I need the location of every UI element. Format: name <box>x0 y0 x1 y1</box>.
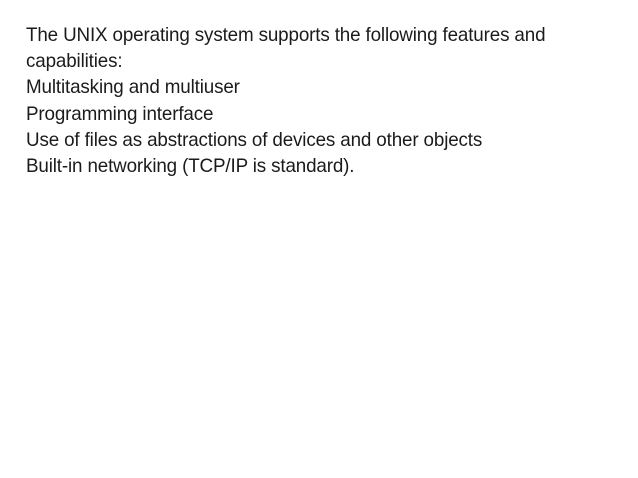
body-line-5: Use of files as abstractions of devices … <box>26 128 483 151</box>
slide-body-textbox[interactable]: The UNIX operating system supports the f… <box>26 22 606 179</box>
body-line-3: Multitasking and multiuser <box>26 76 240 99</box>
body-line-6: Built-in networking (TCP/IP is standard)… <box>26 155 355 178</box>
body-line-2: capabilities: <box>26 50 123 73</box>
body-line-1: The UNIX operating system supports the f… <box>26 24 546 46</box>
body-line-4: Programming interface <box>26 102 214 125</box>
